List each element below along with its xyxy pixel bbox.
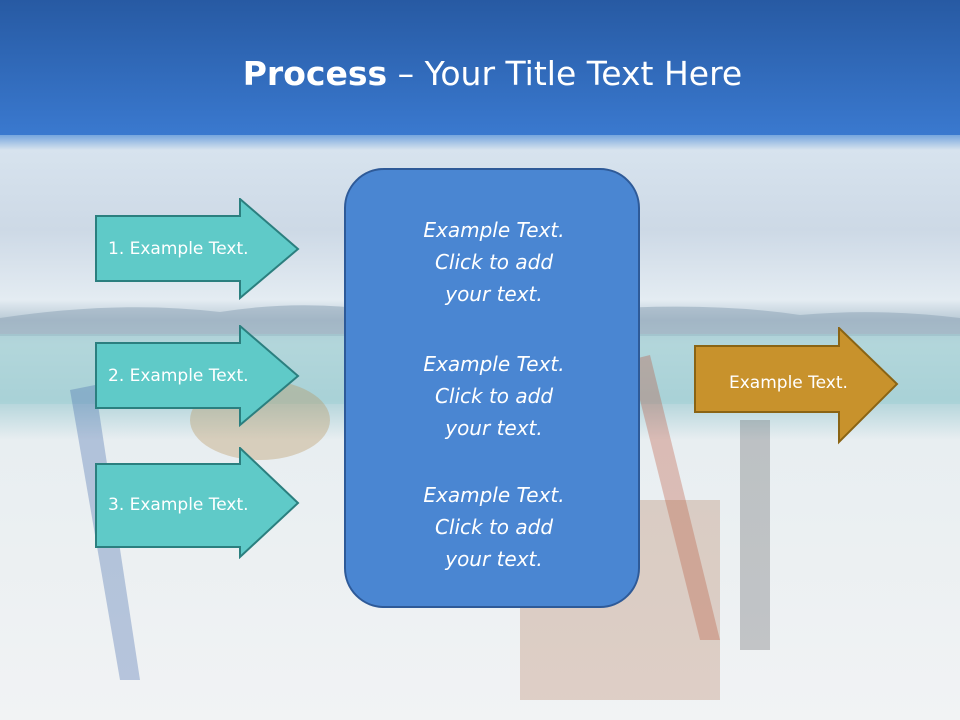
arrow-shape-icon xyxy=(95,325,300,427)
center-paragraph-1: Example Text. Click to add your text. xyxy=(423,218,565,306)
right-arrow[interactable]: Example Text. xyxy=(694,327,900,445)
center-text-box[interactable]: Example Text. Click to add your text. Ex… xyxy=(344,168,640,608)
arrow-shape-icon xyxy=(95,447,300,559)
arrow-shape-icon xyxy=(694,327,899,445)
left-arrow-2[interactable]: 2. Example Text. xyxy=(95,325,301,427)
left-arrow-3-label: 3. Example Text. xyxy=(108,495,249,515)
title-bar xyxy=(0,0,960,135)
center-paragraph-2: Example Text. Click to add your text. xyxy=(423,352,565,440)
left-arrow-1-label: 1. Example Text. xyxy=(108,239,249,259)
slide-title[interactable]: Process – Your Title Text Here xyxy=(0,52,960,96)
left-arrow-2-label: 2. Example Text. xyxy=(108,366,249,386)
right-arrow-label: Example Text. xyxy=(729,373,848,393)
arrow-shape-icon xyxy=(95,198,300,300)
left-arrow-1[interactable]: 1. Example Text. xyxy=(95,198,301,300)
title-bold-text: Process xyxy=(242,54,388,93)
center-paragraph-3: Example Text. Click to add your text. xyxy=(423,483,565,571)
left-arrow-3[interactable]: 3. Example Text. xyxy=(95,447,301,559)
title-text: – Your Title Text Here xyxy=(387,54,743,93)
